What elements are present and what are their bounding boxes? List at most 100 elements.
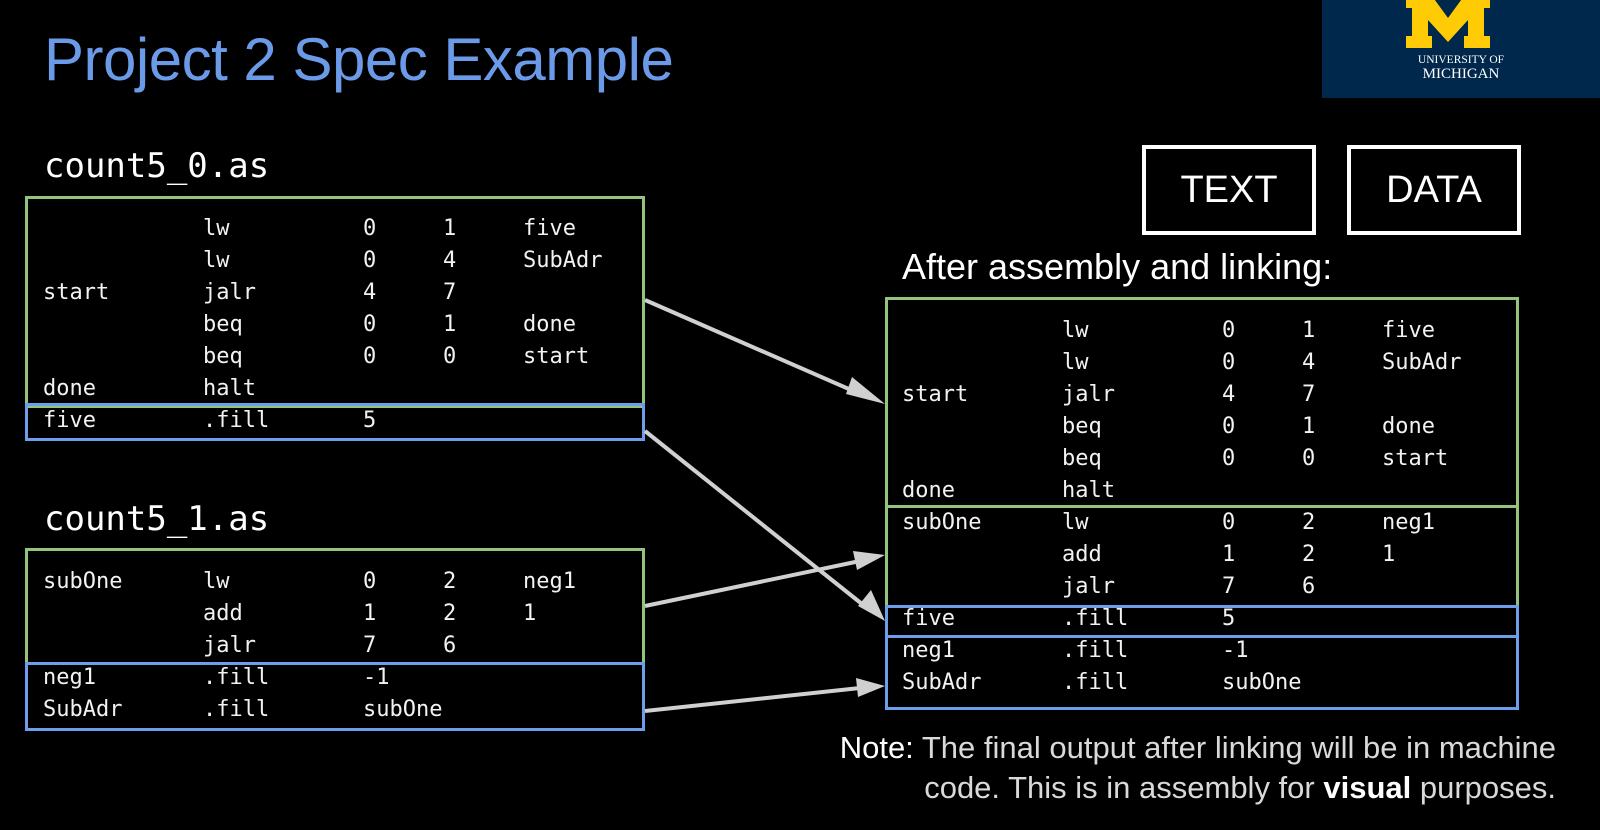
code-field0: -1: [1222, 638, 1249, 663]
legend-text: TEXT: [1142, 145, 1316, 235]
legend-text-label: TEXT: [1180, 169, 1278, 211]
code-opcode: lw: [203, 248, 230, 273]
code-label: SubAdr: [902, 670, 982, 695]
code-field1: 7: [1302, 382, 1316, 407]
code-field0: 0: [363, 216, 377, 241]
note-line1: The final output after linking will be i…: [913, 730, 1556, 765]
code-label: five: [902, 606, 955, 631]
code-opcode: .fill: [203, 697, 270, 722]
code-opcode: lw: [1062, 318, 1089, 343]
note-line2-post: purposes.: [1411, 770, 1556, 805]
code-field0: 0: [363, 248, 377, 273]
code-field2: 1: [523, 601, 537, 626]
code-field0: 1: [1222, 542, 1236, 567]
code-opcode: jalr: [1062, 382, 1115, 407]
code-field0: subOne: [1222, 670, 1302, 695]
file0-data-section: [25, 403, 645, 441]
logo-university-text: UNIVERSITY OF: [1417, 54, 1505, 66]
code-opcode: lw: [203, 216, 230, 241]
code-opcode: lw: [1062, 510, 1089, 535]
note-bold: visual: [1323, 770, 1412, 805]
code-field0: 1: [363, 601, 377, 626]
arrow-file1-text-to-linked-text: [644, 559, 861, 608]
code-field1: 6: [443, 633, 457, 658]
slide-title: Project 2 Spec Example: [44, 26, 674, 93]
code-field0: 0: [1222, 350, 1236, 375]
code-opcode: beq: [203, 312, 243, 337]
note-label: Note:: [839, 730, 914, 765]
code-field1: 0: [1302, 446, 1316, 471]
arrowhead-file1-text: [853, 551, 885, 570]
code-field1: 2: [1302, 542, 1316, 567]
code-field1: 2: [443, 601, 457, 626]
code-opcode: beq: [1062, 446, 1102, 471]
file0-name: count5_0.as: [44, 146, 270, 186]
file1-name: count5_1.as: [44, 499, 270, 539]
code-field0: 0: [1222, 446, 1236, 471]
arrow-file0-data-to-linked-data: [643, 429, 864, 606]
logo-michigan-text: MICHIGAN: [1422, 66, 1500, 82]
code-field0: 5: [363, 408, 377, 433]
code-field0: 4: [363, 280, 377, 305]
legend-data-label: DATA: [1386, 169, 1482, 211]
code-opcode: .fill: [1062, 638, 1129, 663]
code-field1: 1: [1302, 414, 1316, 439]
code-opcode: .fill: [203, 408, 270, 433]
code-field1: 7: [443, 280, 457, 305]
legend-data: DATA: [1347, 145, 1521, 235]
code-field0: 0: [363, 569, 377, 594]
code-label: neg1: [43, 665, 96, 690]
code-field2: SubAdr: [523, 248, 603, 273]
arrowhead-file0-text: [846, 377, 885, 404]
code-field2: 1: [1382, 542, 1396, 567]
code-opcode: add: [203, 601, 243, 626]
code-label: done: [43, 376, 96, 401]
code-opcode: lw: [1062, 350, 1089, 375]
code-field1: 4: [443, 248, 457, 273]
code-opcode: beq: [203, 344, 243, 369]
code-field1: 6: [1302, 574, 1316, 599]
code-field1: 1: [1302, 318, 1316, 343]
code-field0: 0: [363, 312, 377, 337]
code-opcode: lw: [203, 569, 230, 594]
code-label: start: [902, 382, 969, 407]
note-line2-pre: code. This is in assembly for: [924, 770, 1324, 805]
code-field2: neg1: [523, 569, 576, 594]
code-opcode: .fill: [1062, 606, 1129, 631]
code-field2: done: [523, 312, 576, 337]
code-field1: 4: [1302, 350, 1316, 375]
code-field0: subOne: [363, 697, 443, 722]
code-field2: start: [1382, 446, 1449, 471]
linked-heading: After assembly and linking:: [902, 246, 1333, 287]
code-label: SubAdr: [43, 697, 123, 722]
code-label: start: [43, 280, 110, 305]
code-field2: SubAdr: [1382, 350, 1462, 375]
file1-data-section: [25, 662, 645, 731]
code-label: neg1: [902, 638, 955, 663]
code-opcode: halt: [203, 376, 256, 401]
code-label: five: [43, 408, 96, 433]
code-field1: 0: [443, 344, 457, 369]
code-field2: five: [523, 216, 576, 241]
code-field0: 0: [1222, 318, 1236, 343]
code-field2: five: [1382, 318, 1435, 343]
linked-data1-section: [885, 635, 1519, 710]
arrowhead-file1-data: [856, 678, 885, 697]
code-field1: 1: [443, 312, 457, 337]
code-field0: 0: [1222, 414, 1236, 439]
code-label: done: [902, 478, 955, 503]
code-opcode: jalr: [203, 633, 256, 658]
code-opcode: .fill: [1062, 670, 1129, 695]
code-field2: neg1: [1382, 510, 1435, 535]
code-opcode: .fill: [203, 665, 270, 690]
code-field0: 5: [1222, 606, 1236, 631]
university-logo: UNIVERSITY OF MICHIGAN: [1322, 0, 1600, 98]
code-field2: start: [523, 344, 590, 369]
code-label: subOne: [902, 510, 982, 535]
code-opcode: halt: [1062, 478, 1115, 503]
code-field0: 4: [1222, 382, 1236, 407]
code-field1: 1: [443, 216, 457, 241]
arrow-file0-text-to-linked-text: [644, 298, 859, 395]
block-m-icon: [1406, 0, 1490, 48]
